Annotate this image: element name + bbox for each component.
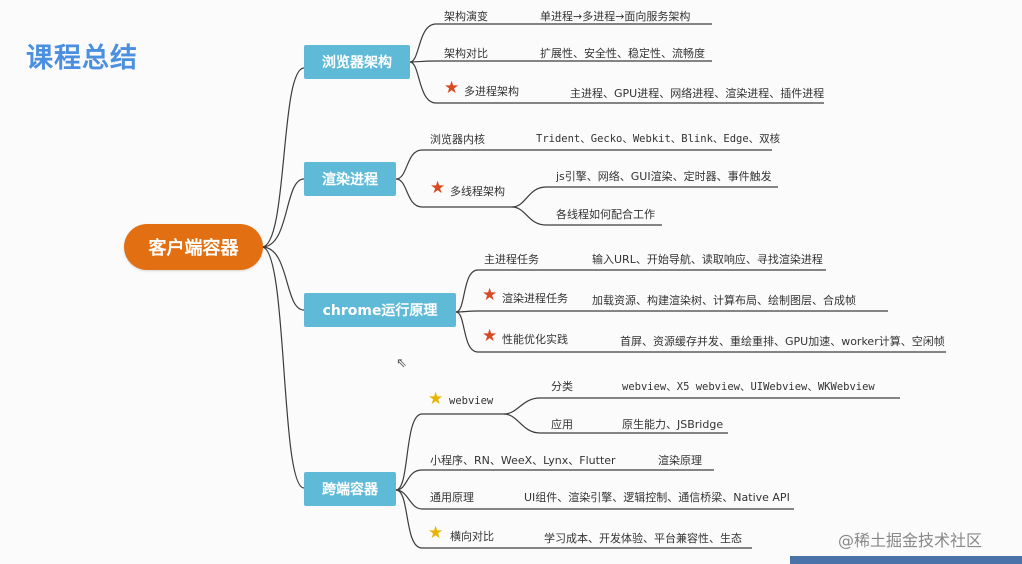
node-label: 架构演变 xyxy=(444,10,488,23)
node-detail: 原生能力、JSBridge xyxy=(622,418,724,431)
connector-b2-2 xyxy=(395,178,512,208)
node-label: 多线程架构 xyxy=(450,185,505,198)
node-detail: UI组件、渲染引擎、逻辑控制、通信桥梁、Native API xyxy=(524,491,790,504)
connector-b4-1 xyxy=(395,413,504,491)
node-label: 渲染进程任务 xyxy=(502,292,568,305)
root-node[interactable]: 客户端容器 xyxy=(124,224,263,270)
star-icon: ★ xyxy=(482,285,498,305)
connector-b4-1a xyxy=(503,397,900,415)
node-label: 架构对比 xyxy=(444,47,488,60)
connector-root-b1 xyxy=(261,67,305,248)
bottom-banner-strip xyxy=(790,556,1022,564)
node-detail: 扩展性、安全性、稳定性、流畅度 xyxy=(540,47,705,60)
node-detail: 输入URL、开始导航、读取响应、寻找渲染进程 xyxy=(592,253,823,266)
node-label: 多进程架构 xyxy=(464,85,519,98)
connector-b4-4 xyxy=(395,489,752,549)
branch-node-browser-architecture[interactable]: 浏览器架构 xyxy=(304,45,410,79)
node-label: webview xyxy=(449,395,494,407)
node-label: 横向对比 xyxy=(450,530,494,543)
branch-node-render-process[interactable]: 渲染进程 xyxy=(304,162,396,196)
connector-b2-2a xyxy=(511,186,778,208)
connector-b3-2 xyxy=(455,310,888,313)
node-detail: 主进程、GPU进程、网络进程、渲染进程、插件进程 xyxy=(570,87,825,100)
connector-b4-2 xyxy=(395,469,714,491)
node-detail: js引擎、网络、GUI渲染、定时器、事件触发 xyxy=(556,170,772,183)
node-label: 通用原理 xyxy=(430,491,474,504)
connector-root-b3 xyxy=(261,246,305,311)
node-label: 应用 xyxy=(551,418,573,431)
connector-b1-3 xyxy=(409,61,824,104)
connector-root-b2 xyxy=(261,178,305,248)
connector-b2-2b xyxy=(511,206,662,226)
node-detail: webview、X5 webview、UIWebview、WKWebview xyxy=(622,381,875,393)
node-detail: 学习成本、开发体验、平台兼容性、生态 xyxy=(544,532,742,545)
connector-b3-3 xyxy=(455,311,946,353)
connector-b4-1b xyxy=(503,413,728,434)
node-detail: 加载资源、构建渲染树、计算布局、绘制图层、合成帧 xyxy=(592,294,856,307)
connector-b2-1 xyxy=(395,149,772,180)
node-detail: 各线程如何配合工作 xyxy=(556,208,655,221)
connector-root-b4 xyxy=(261,246,305,489)
star-icon: ★ xyxy=(430,178,446,198)
mouse-cursor-icon: ⇖ xyxy=(396,356,407,371)
watermark: @稀土掘金技术社区 xyxy=(838,531,983,550)
connector-b3-1 xyxy=(455,269,826,313)
star-icon: ★ xyxy=(444,78,460,98)
node-label: 主进程任务 xyxy=(484,253,539,266)
page-title: 课程总结 xyxy=(26,43,138,74)
node-detail: 渲染原理 xyxy=(658,454,702,467)
connector-b1-1 xyxy=(409,23,712,63)
node-label: 分类 xyxy=(551,380,573,393)
node-label: 性能优化实践 xyxy=(502,333,568,346)
node-label: 浏览器内核 xyxy=(430,133,485,146)
star-icon: ★ xyxy=(428,523,444,543)
node-label: 小程序、RN、WeeX、Lynx、Flutter xyxy=(430,454,616,467)
branch-node-chrome-principles[interactable]: chrome运行原理 xyxy=(304,293,456,327)
node-detail: Trident、Gecko、Webkit、Blink、Edge、双核 xyxy=(536,133,781,145)
star-icon: ★ xyxy=(482,326,498,346)
branch-node-cross-platform[interactable]: 跨端容器 xyxy=(304,472,396,506)
star-icon: ★ xyxy=(428,389,444,409)
node-detail: 单进程→多进程→面向服务架构 xyxy=(540,10,691,23)
connector-b1-2 xyxy=(409,60,712,63)
node-detail: 首屏、资源缓存并发、重绘重排、GPU加速、worker计算、空闲帧 xyxy=(620,335,945,348)
